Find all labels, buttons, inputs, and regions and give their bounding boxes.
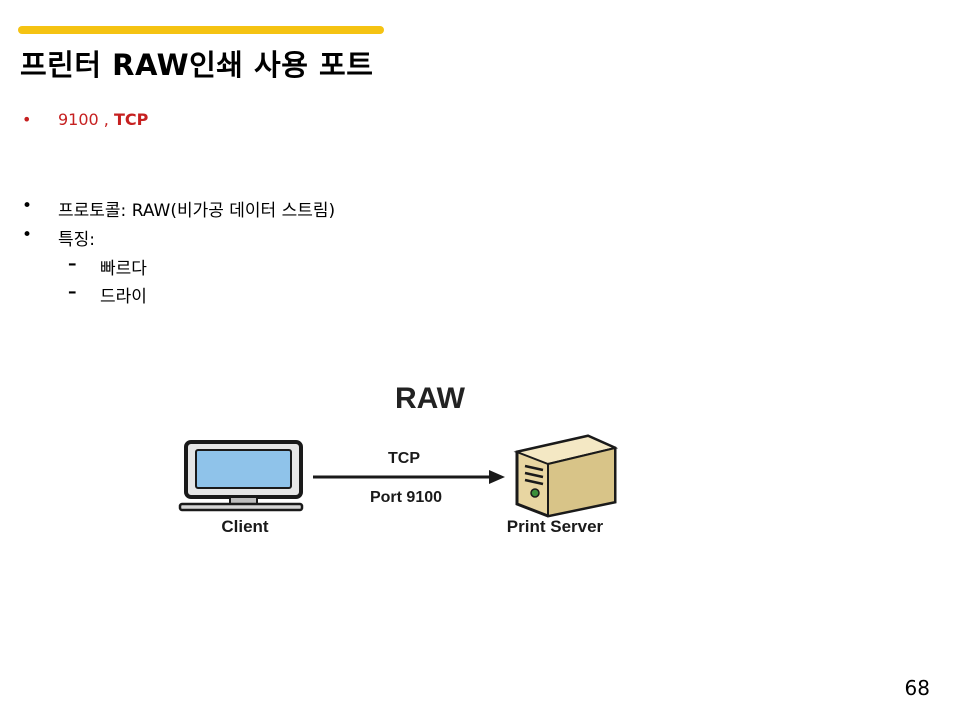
port-number-text: 9100 , bbox=[58, 110, 109, 129]
slide-title: 프린터 RAW인쇄 사용 포트 bbox=[20, 48, 374, 82]
bullet-dot: • bbox=[22, 196, 33, 216]
server-tower-icon bbox=[513, 434, 619, 518]
print-server-label: Print Server bbox=[507, 517, 604, 536]
feature-2-text: 드라이 bbox=[100, 287, 147, 307]
diagram-title: RAW bbox=[395, 382, 466, 415]
arrow-right-icon bbox=[313, 470, 505, 484]
raw-printing-diagram: RAW Client TCP Port 9100 Print Server bbox=[178, 382, 619, 536]
protocol-text: 프로토콜: RAW(비가공 데이터 스트림) bbox=[58, 201, 336, 221]
title-accent-bar bbox=[18, 26, 384, 34]
arrow-bottom-label: Port 9100 bbox=[370, 489, 442, 506]
sub-bullet-dash: – bbox=[68, 254, 77, 274]
sub-bullet-dash: – bbox=[68, 282, 77, 302]
computer-monitor-icon bbox=[178, 440, 304, 512]
port-protocol-text: TCP bbox=[113, 110, 149, 129]
bullet-dot: • bbox=[22, 225, 33, 245]
arrow-top-label: TCP bbox=[388, 450, 420, 467]
page-number: 68 bbox=[904, 676, 930, 700]
client-label: Client bbox=[221, 517, 269, 536]
features-label: 특징: bbox=[58, 230, 96, 250]
bullet-dot: • bbox=[22, 110, 32, 129]
feature-1-text: 빠르다 bbox=[100, 259, 147, 279]
